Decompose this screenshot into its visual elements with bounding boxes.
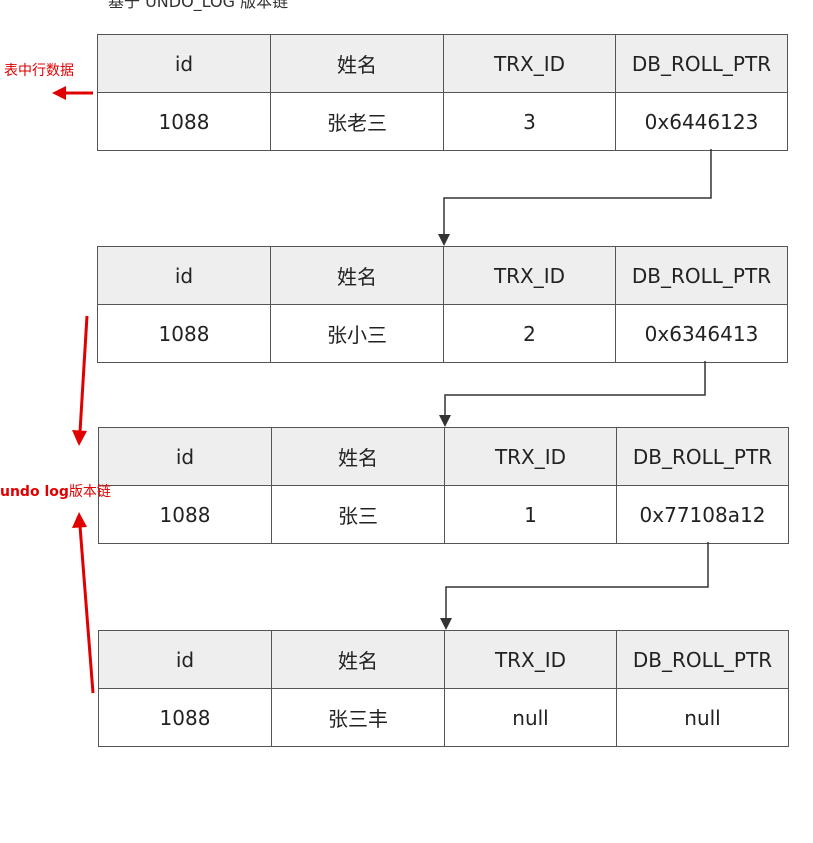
undo-log-label: undo log (0, 484, 69, 500)
undo-chain-arrow-down-head (72, 430, 87, 446)
cell-trx-id: 2 (443, 304, 616, 363)
header-roll-ptr: DB_ROLL_PTR (615, 246, 788, 305)
version-chain-label: 版本链 (68, 484, 111, 500)
roll-pointer-connector-3 (445, 542, 709, 624)
header-roll-ptr: DB_ROLL_PTR (616, 427, 789, 486)
row-data-annotation: 表中行数据 (4, 63, 74, 79)
header-id: id (97, 34, 271, 93)
header-roll-ptr: DB_ROLL_PTR (616, 630, 789, 689)
undo-chain-arrow-up-shaft (78, 525, 95, 694)
table-header-row: id 姓名 TRX_ID DB_ROLL_PTR (97, 34, 788, 93)
cell-id: 1088 (97, 92, 271, 151)
cell-roll-ptr: null (616, 688, 789, 747)
row-data-arrowhead (52, 86, 66, 100)
header-trx-id: TRX_ID (443, 34, 616, 93)
connector-arrowhead-3 (440, 618, 452, 630)
table-header-row: id 姓名 TRX_ID DB_ROLL_PTR (97, 246, 788, 305)
cell-name: 张小三 (270, 304, 444, 363)
cell-id: 1088 (98, 485, 272, 544)
header-roll-ptr: DB_ROLL_PTR (615, 34, 788, 93)
cell-name: 张三 (271, 485, 445, 544)
table-header-row: id 姓名 TRX_ID DB_ROLL_PTR (98, 427, 789, 486)
cell-id: 1088 (97, 304, 271, 363)
header-trx-id: TRX_ID (444, 427, 617, 486)
connector-arrowhead-1 (438, 234, 450, 246)
undo-chain-arrow-up-head (72, 512, 87, 528)
record-table-version-1: id 姓名 TRX_ID DB_ROLL_PTR 1088 张三 1 0x771… (98, 427, 789, 544)
record-table-oldest: id 姓名 TRX_ID DB_ROLL_PTR 1088 张三丰 null n… (98, 630, 789, 747)
table-row: 1088 张三丰 null null (98, 688, 789, 747)
record-table-version-2: id 姓名 TRX_ID DB_ROLL_PTR 1088 张小三 2 0x63… (97, 246, 788, 363)
undo-log-chain-annotation: undo log版本链 (0, 481, 111, 501)
header-id: id (98, 427, 272, 486)
record-table-current: id 姓名 TRX_ID DB_ROLL_PTR 1088 张老三 3 0x64… (97, 34, 788, 151)
header-trx-id: TRX_ID (444, 630, 617, 689)
cell-trx-id: 3 (443, 92, 616, 151)
header-id: id (98, 630, 272, 689)
cell-trx-id: null (444, 688, 617, 747)
cell-id: 1088 (98, 688, 272, 747)
roll-pointer-connector-1 (443, 149, 712, 240)
header-name: 姓名 (270, 246, 444, 305)
cell-roll-ptr: 0x6446123 (615, 92, 788, 151)
connector-arrowhead-2 (439, 415, 451, 427)
diagram-caption: 基于 UNDO_LOG 版本链 (108, 0, 289, 11)
cell-roll-ptr: 0x77108a12 (616, 485, 789, 544)
table-row: 1088 张小三 2 0x6346413 (97, 304, 788, 363)
cell-roll-ptr: 0x6346413 (615, 304, 788, 363)
table-row: 1088 张三 1 0x77108a12 (98, 485, 789, 544)
header-name: 姓名 (271, 427, 445, 486)
header-name: 姓名 (270, 34, 444, 93)
cell-name: 张老三 (270, 92, 444, 151)
roll-pointer-connector-2 (444, 361, 706, 421)
undo-chain-arrow-down-shaft (78, 315, 89, 433)
cell-name: 张三丰 (271, 688, 445, 747)
table-row: 1088 张老三 3 0x6446123 (97, 92, 788, 151)
